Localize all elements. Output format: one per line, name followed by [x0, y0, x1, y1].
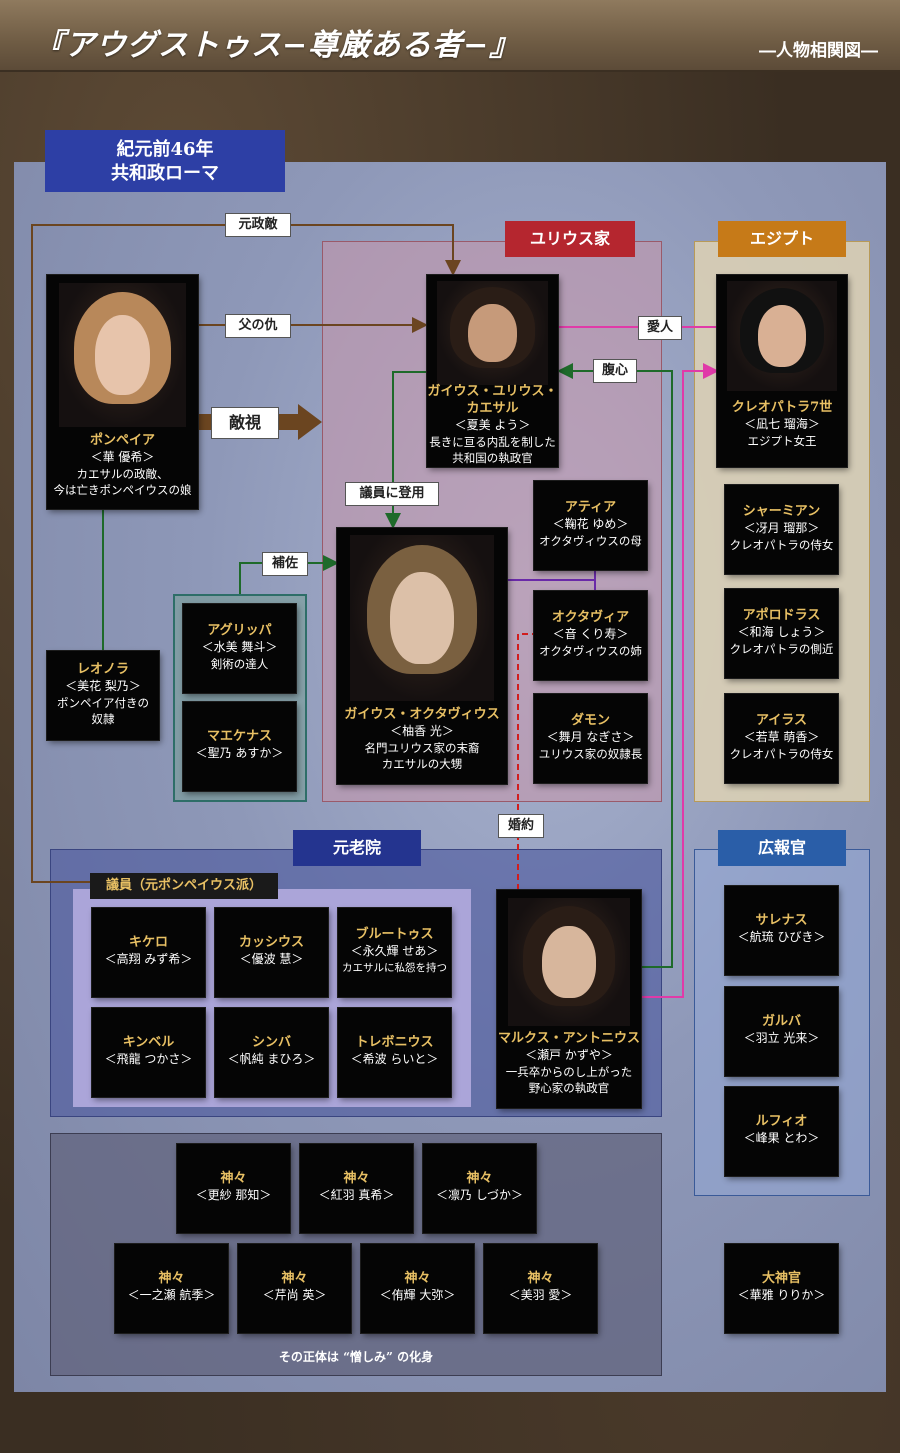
tag-lover: 愛人	[638, 316, 682, 340]
card-god[interactable]: 神々 ＜凛乃 しづか＞	[423, 1144, 536, 1233]
tag-engaged: 婚約	[498, 814, 544, 838]
card-charmion[interactable]: シャーミアン ＜冴月 瑠那＞ クレオパトラの侍女	[725, 485, 838, 574]
card-damon[interactable]: ダモン ＜舞月 なぎさ＞ ユリウス家の奴隷長	[534, 694, 647, 783]
photo-octavius	[350, 535, 494, 701]
card-iras[interactable]: アイラス ＜若草 萌香＞ クレオパトラの侍女	[725, 694, 838, 783]
card-maecenas[interactable]: マエケナス ＜聖乃 あすか＞	[183, 702, 296, 791]
page-subtitle: ―人物相関図―	[759, 41, 878, 61]
card-cimba[interactable]: シンバ ＜帆純 まひろ＞	[215, 1008, 328, 1097]
card-cleopatra[interactable]: クレオパトラ7世 ＜凪七 瑠海＞ エジプト女王	[717, 275, 847, 467]
photo-antonius	[508, 898, 630, 1026]
card-octavia[interactable]: オクタヴィア ＜音 くり寿＞ オクタヴィウスの姉	[534, 591, 647, 680]
card-cimber[interactable]: キンベル ＜飛龍 つかさ＞	[92, 1008, 205, 1097]
photo-caesar	[437, 281, 548, 385]
heralds-zone-label: 広報官	[718, 830, 846, 866]
tag-appointed: 議員に登用	[345, 482, 439, 506]
egypt-zone-label: エジプト	[718, 221, 846, 257]
card-god[interactable]: 神々 ＜美羽 愛＞	[484, 1244, 597, 1333]
senate-zone-label: 元老院	[293, 830, 421, 866]
card-octavius[interactable]: ガイウス・オクタヴィウス ＜柚香 光＞ 名門ユリウス家の末裔 カエサルの大甥	[337, 528, 507, 784]
tag-assist: 補佐	[262, 552, 308, 576]
card-god[interactable]: 神々 ＜一之瀬 航季＞	[115, 1244, 228, 1333]
card-leonora[interactable]: レオノラ ＜美花 梨乃＞ ポンペイア付きの 奴隷	[47, 651, 159, 740]
card-god[interactable]: 神々 ＜侑輝 大弥＞	[361, 1244, 474, 1333]
photo-pompeia	[59, 283, 186, 427]
gods-footnote: その正体は “憎しみ” の化身	[278, 1350, 434, 1364]
tag-former-enemy: 元政敵	[225, 213, 291, 237]
julius-zone-label: ユリウス家	[505, 221, 635, 257]
tag-confidant: 腹心	[593, 359, 637, 383]
card-trebonius[interactable]: トレボニウス ＜希波 らいと＞	[338, 1008, 451, 1097]
card-salenus[interactable]: サレナス ＜航琉 ひびき＞	[725, 886, 838, 975]
card-caesar[interactable]: ガイウス・ユリウス・ カエサル ＜夏美 よう＞ 長きに亘る内乱を制した 共和国の…	[427, 275, 558, 467]
actor: ＜華 優希＞	[90, 450, 155, 464]
card-high-priest[interactable]: 大神官 ＜華雅 りりか＞	[725, 1244, 838, 1333]
card-atia[interactable]: アティア ＜鞠花 ゆめ＞ オクタヴィウスの母	[534, 481, 647, 570]
card-rufio[interactable]: ルフィオ ＜峰果 とわ＞	[725, 1087, 838, 1176]
senators-group-label: 議員（元ポンペイウス派）	[90, 873, 278, 899]
card-agrippa[interactable]: アグリッパ ＜水美 舞斗＞ 剣術の達人	[183, 604, 296, 693]
card-god[interactable]: 神々 ＜芹尚 英＞	[238, 1244, 351, 1333]
page-title: 『アウグストゥス−尊厳ある者−』	[34, 28, 521, 63]
name: ポンペイア	[89, 433, 155, 448]
tag-father-foe: 父の仇	[225, 314, 291, 338]
tag-hostility: 敵視	[211, 407, 279, 439]
card-antonius[interactable]: マルクス・アントニウス ＜瀬戸 かずや＞ 一兵卒からのし上がった 野心家の執政官	[497, 890, 641, 1108]
card-god[interactable]: 神々 ＜更紗 那知＞	[177, 1144, 290, 1233]
card-apollodorus[interactable]: アポロドラス ＜和海 しょう＞ クレオパトラの側近	[725, 589, 838, 678]
header: 『アウグストゥス−尊厳ある者−』 ―人物相関図―	[0, 0, 900, 72]
photo-cleopatra	[727, 281, 837, 391]
card-cicero[interactable]: キケロ ＜高翔 みず希＞	[92, 908, 205, 997]
card-brutus[interactable]: ブルートゥス ＜永久輝 せあ＞ カエサルに私怨を持つ	[338, 908, 451, 997]
era-label: 紀元前46年 共和政ローマ	[45, 130, 285, 192]
card-cassius[interactable]: カッシウス ＜優波 慧＞	[215, 908, 328, 997]
card-galba[interactable]: ガルバ ＜羽立 光来＞	[725, 987, 838, 1076]
card-god[interactable]: 神々 ＜紅羽 真希＞	[300, 1144, 413, 1233]
card-pompeia[interactable]: ポンペイア ＜華 優希＞ カエサルの政敵、 今は亡きポンペイウスの娘	[47, 275, 198, 509]
